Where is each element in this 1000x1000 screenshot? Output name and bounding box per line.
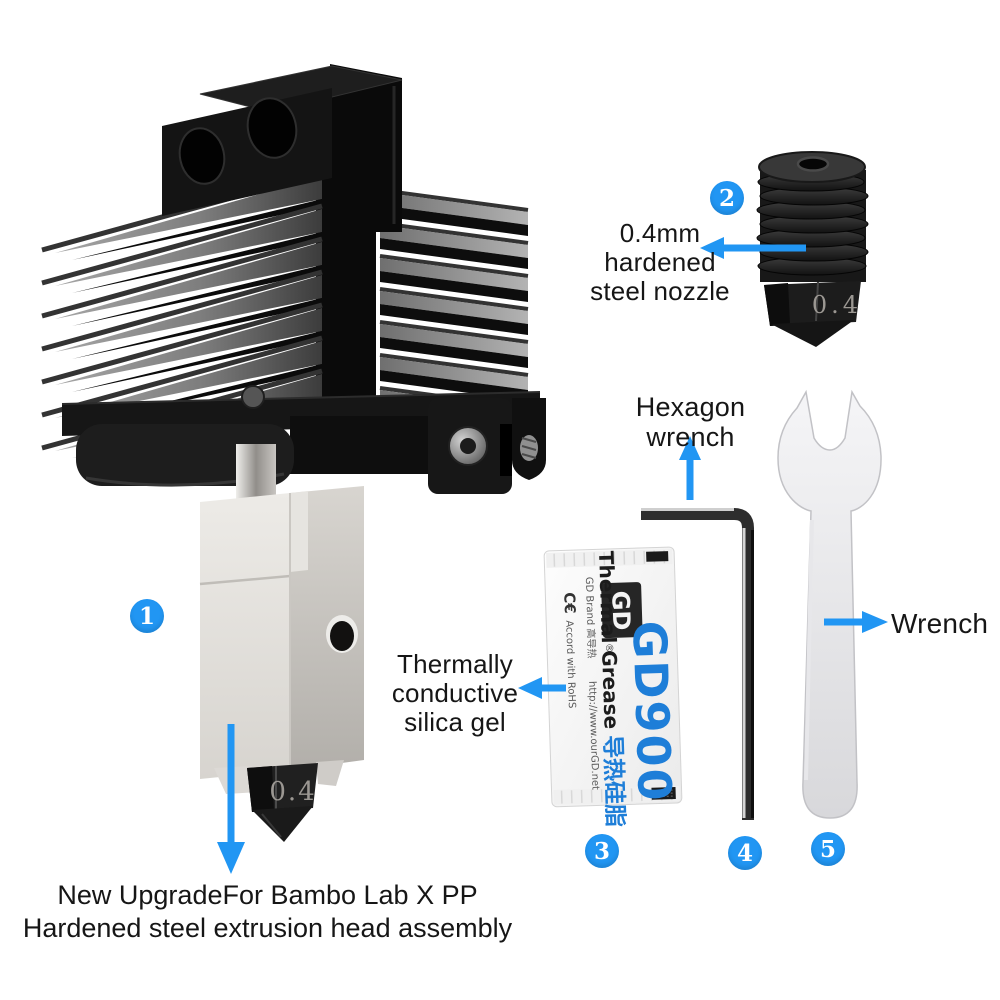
main-nozzle-engraving: 0.4 — [269, 777, 316, 807]
svg-text:®: ® — [603, 643, 614, 653]
wrench-label: Wrench — [891, 608, 989, 639]
svg-text:C€: C€ — [560, 592, 579, 614]
arrow-spare-nozzle — [700, 237, 806, 259]
packet-print: GD ® GD900 Thermal Grease导热硅脂 GD Brand 高… — [560, 551, 682, 828]
arrow-hex-wrench — [679, 436, 701, 500]
mounting-hole-left — [178, 127, 226, 185]
packet-crimp-top — [546, 548, 673, 568]
silica-gel-label: Thermally conductive silica gel — [391, 649, 519, 738]
gd-logo — [601, 582, 643, 639]
spare-nozzle-bore — [796, 156, 830, 172]
hexagon-wrench-label: Hexagon wrench — [635, 392, 746, 453]
heater-block-hole — [330, 621, 354, 651]
heater-block — [199, 486, 364, 794]
arrow-caption — [217, 724, 245, 874]
marker-2: 2 — [710, 181, 744, 215]
heatbreak-throat — [236, 444, 276, 504]
mounting-hole-right — [246, 97, 298, 159]
svg-text:Accord with RoHS: Accord with RoHS — [563, 620, 577, 708]
mounting-bracket — [61, 385, 546, 494]
packet-name: GD900 — [622, 620, 682, 804]
callout-arrows — [217, 237, 888, 874]
marker-5: 5 — [811, 832, 845, 866]
heatsink-top-block — [162, 64, 403, 424]
marker-1: 1 — [130, 599, 164, 633]
marker-3: 3 — [585, 834, 619, 868]
packet-type: Thermal Grease导热硅脂 — [593, 551, 628, 828]
spare-nozzle-label: 0.4mm hardened steel nozzle — [590, 218, 730, 307]
spare-nozzle: 0.4 — [756, 151, 869, 347]
svg-text:GD Brand 高导热: GD Brand 高导热 — [583, 577, 599, 659]
svg-text:http://www.ourGD.net: http://www.ourGD.net — [586, 681, 600, 790]
packet-crimp-bottom — [553, 785, 680, 805]
caption-line-1: New UpgradeFor Bambo Lab X PP — [57, 880, 478, 910]
thermal-grease-packet: GD ® GD900 Thermal Grease导热硅脂 GD Brand 高… — [543, 546, 683, 828]
caption: New UpgradeFor Bambo Lab X PP Hardened s… — [0, 879, 535, 945]
open-end-wrench — [777, 389, 882, 819]
bracket-screw — [241, 385, 265, 409]
heatsink-assembly: 0.4 — [41, 64, 546, 842]
svg-text:GD: GD — [606, 590, 635, 630]
arrow-wrench — [824, 611, 888, 633]
arrow-silica-gel — [518, 677, 566, 699]
caption-line-2: Hardened steel extrusion head assembly — [22, 912, 513, 943]
hex-wrench — [641, 508, 754, 820]
marker-4: 4 — [728, 836, 762, 870]
main-nozzle: 0.4 — [247, 763, 318, 842]
spare-nozzle-engraving: 0.4 — [812, 291, 862, 319]
